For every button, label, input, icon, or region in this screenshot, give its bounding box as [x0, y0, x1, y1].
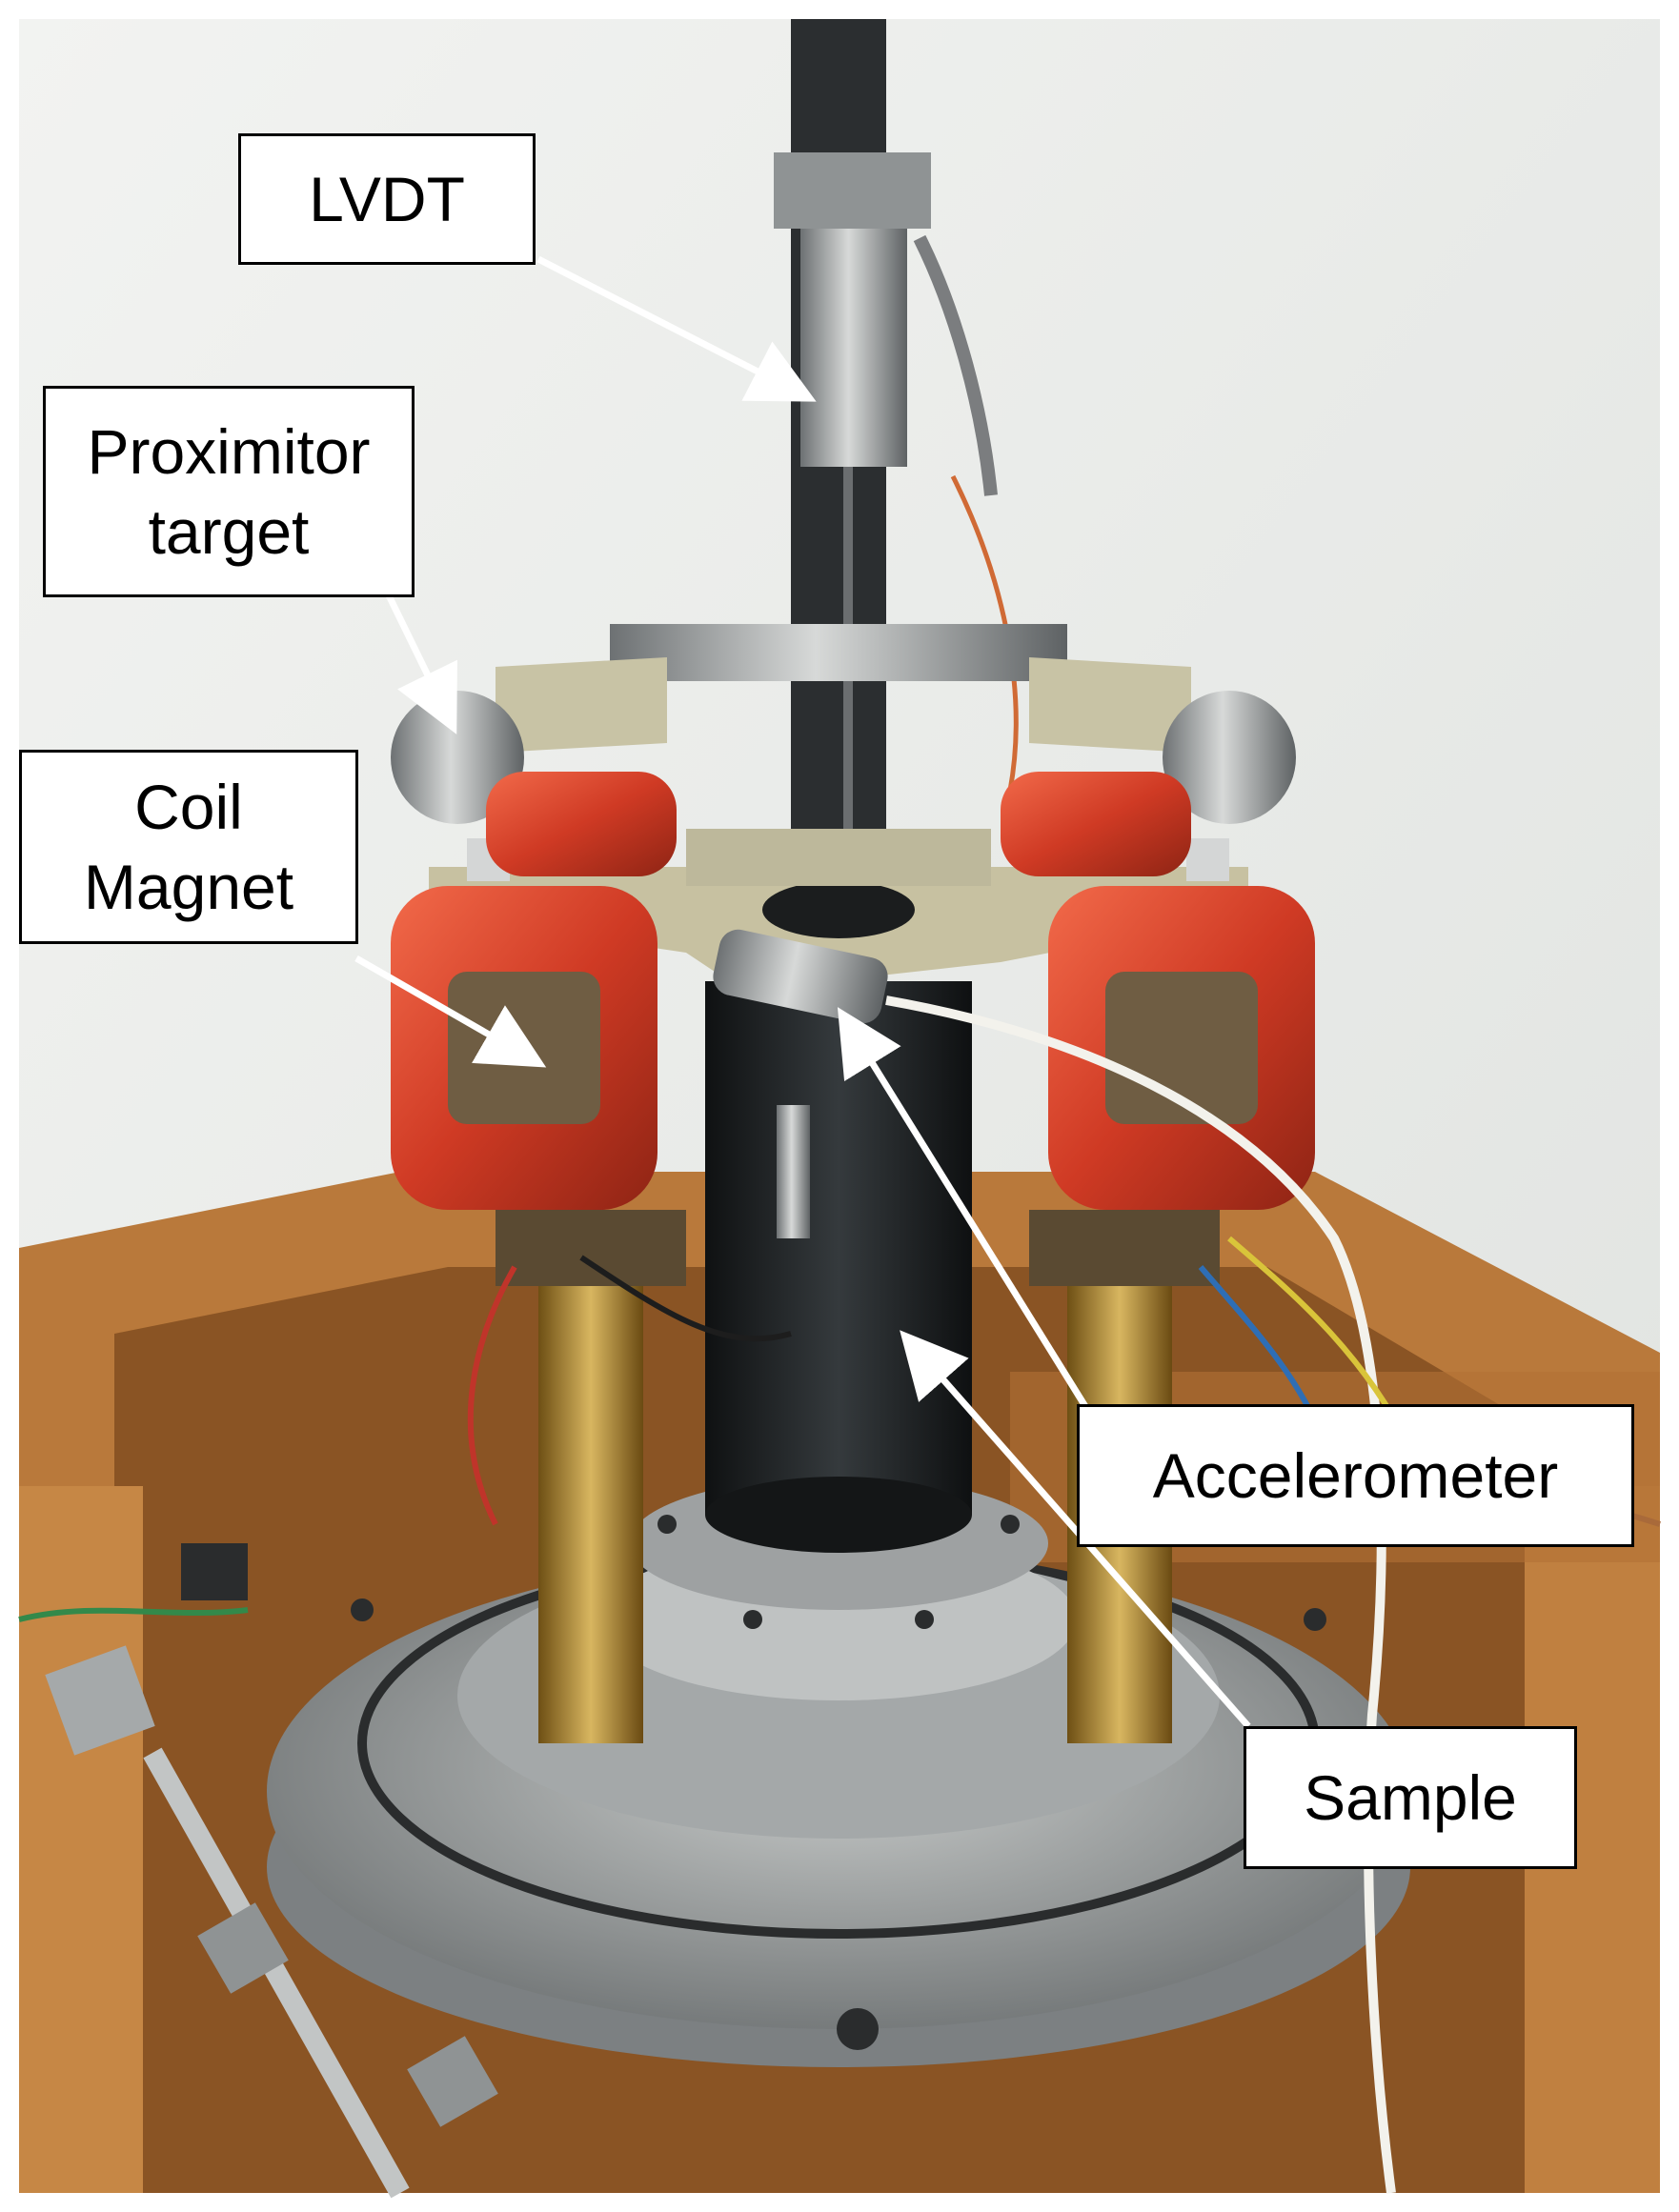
label-accelerometer: Accelerometer — [1077, 1404, 1634, 1547]
arrow-coil — [354, 955, 547, 1068]
label-sample-text: Sample — [1304, 1762, 1517, 1833]
lvdt-assembly — [774, 19, 1019, 848]
annotation-arrows — [354, 255, 1251, 1729]
label-lvdt-text: LVDT — [309, 164, 465, 234]
arrow-proximitor — [385, 593, 457, 734]
coil-back-left — [486, 772, 677, 876]
arrow-accelerometer — [837, 1007, 1089, 1410]
label-proximitor-target: Proximitor target — [43, 386, 415, 597]
sample-tube — [705, 981, 972, 1553]
label-accelerometer-text: Accelerometer — [1152, 1440, 1559, 1511]
label-sample: Sample — [1244, 1726, 1577, 1869]
label-coil-magnet: Coil Magnet — [19, 750, 358, 944]
label-lvdt: LVDT — [238, 133, 536, 265]
label-coil-magnet-text: Coil Magnet — [83, 772, 294, 922]
coil-magnets — [391, 772, 1315, 1210]
proximitor-target-right — [1163, 691, 1296, 824]
label-proximitor-target-text: Proximitor target — [87, 416, 371, 567]
valve-assembly — [45, 1543, 498, 2199]
arrow-lvdt — [536, 255, 817, 402]
coil-back-right — [1001, 772, 1191, 876]
